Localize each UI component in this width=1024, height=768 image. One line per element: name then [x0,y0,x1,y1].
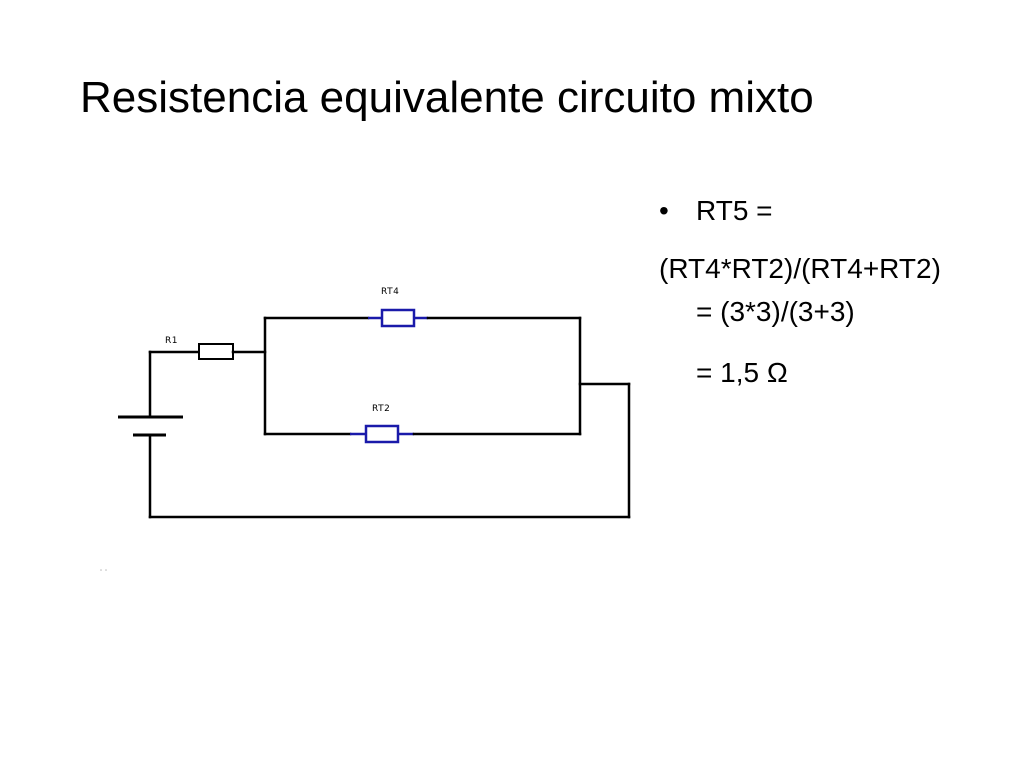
bullet-point: • [659,195,669,226]
label-rt2: RT2 [372,404,390,414]
label-r1: R1 [165,336,178,346]
formula-line-2: (RT4*RT2)/(RT4+RT2) [659,253,941,284]
speck [100,569,102,571]
resistor-rt4 [380,308,416,328]
label-rt4: RT4 [381,287,399,297]
formula-line-1: RT5 = [696,195,773,226]
formula-line-3: = (3*3)/(3+3) [696,296,855,327]
formula-line-4: = 1,5 Ω [696,357,788,388]
speck [105,569,107,571]
page-title: Resistencia equivalente circuito mixto [80,73,814,122]
resistor-r1 [198,343,234,360]
resistor-rt2 [364,424,400,444]
